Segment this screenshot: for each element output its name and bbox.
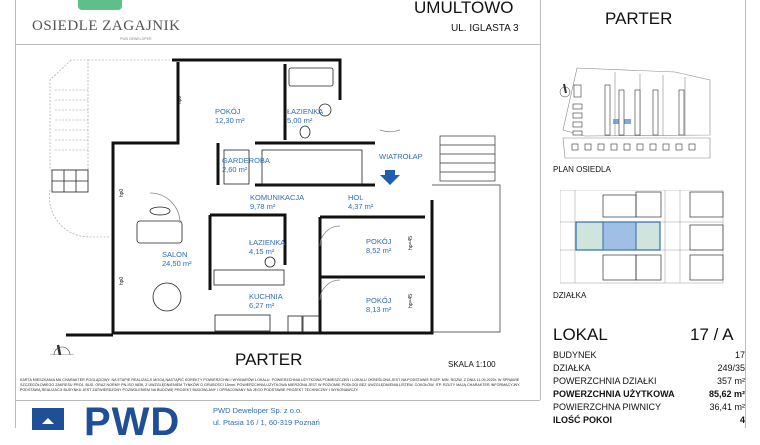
company-name: PWD Deweloper Sp. z o.o. bbox=[213, 406, 303, 415]
exterior-stairs bbox=[51, 169, 89, 193]
row-value: 357 m² bbox=[716, 376, 745, 386]
pwd-logo-mark bbox=[32, 408, 64, 430]
plot-map bbox=[560, 190, 724, 284]
logo-name: OSIEDLE ZAGAJNIK bbox=[32, 18, 181, 34]
frame-left bbox=[15, 0, 16, 428]
window-label: hp=45 bbox=[408, 293, 415, 309]
logo-mark bbox=[78, 0, 122, 10]
company-address: ul. Ptasia 16 / 1, 60-319 Poznań bbox=[213, 418, 320, 427]
address: UL. IGLASTA 3 bbox=[451, 23, 519, 34]
unit-number: 17 / A bbox=[690, 325, 734, 344]
window-label: hp0 bbox=[119, 276, 126, 286]
row-value: 17 bbox=[734, 350, 745, 360]
header-divider bbox=[15, 44, 540, 45]
row-label: ILOŚĆ POKOI bbox=[553, 415, 613, 425]
pwd-logo-text: PWD bbox=[84, 400, 181, 444]
panel-divider bbox=[540, 0, 541, 400]
row-value: 36,41 m² bbox=[709, 402, 745, 412]
logo-sub: PWD DEWELOPER bbox=[120, 37, 152, 41]
row-label: POWERZCHNIA UŻYTKOWA bbox=[553, 389, 675, 399]
window-label: hp=45 bbox=[408, 235, 415, 251]
fixtures bbox=[136, 67, 401, 333]
row-label: BUDYNEK bbox=[553, 350, 597, 360]
upper-terrace-stairs bbox=[49, 59, 170, 238]
row-label: DZIAŁKA bbox=[553, 363, 591, 373]
unit-row-basement-area: POWIERZCHNA PIWNICY 36,41 m² bbox=[553, 402, 745, 412]
floor-plan bbox=[49, 58, 501, 355]
disclaimer: KARTA MIESZKANIA MA CHARAKTER POGLĄDOWY.… bbox=[20, 378, 521, 392]
floor-label: PARTER bbox=[235, 350, 303, 369]
row-label: POWERZCHNIA DZIAŁKI bbox=[553, 376, 657, 386]
window-label: hp0 bbox=[119, 188, 126, 198]
unit-row-building: BUDYNEK 17 bbox=[553, 350, 745, 360]
unit-row-plot: DZIAŁKA 249/35 bbox=[553, 363, 745, 373]
side-floor-title: PARTER bbox=[605, 9, 673, 28]
entrance-arrow-icon bbox=[380, 170, 400, 185]
row-label: POWIERZCHNA PIWNICY bbox=[553, 402, 662, 412]
estate-plan-map bbox=[559, 67, 711, 159]
estate-plan-label: PLAN OSIEDLA bbox=[553, 165, 611, 174]
scale-label: SKALA 1:100 bbox=[448, 360, 496, 369]
footer-divider bbox=[15, 400, 540, 401]
plot-label: DZIAŁKA bbox=[553, 291, 587, 300]
unit-row-usable-area: POWERZCHNIA UŻYTKOWA 85,62 m² bbox=[553, 389, 745, 399]
unit-row-plot-area: POWERZCHNIA DZIAŁKI 357 m² bbox=[553, 376, 745, 386]
entrance-stairs bbox=[432, 135, 501, 333]
window-label: hp0 bbox=[177, 95, 184, 105]
row-value: 4 bbox=[739, 415, 745, 425]
unit-label: LOKAL bbox=[553, 325, 608, 344]
room-wiatrolap: WIATROŁAP bbox=[379, 152, 423, 161]
north-arrow-icon bbox=[50, 344, 74, 355]
unit-row-rooms: ILOŚĆ POKOI 4 bbox=[553, 415, 745, 425]
frame-right bbox=[745, 0, 746, 428]
row-value: 249/35 bbox=[717, 363, 745, 373]
location-title: UMULTOWO bbox=[414, 0, 514, 17]
row-value: 85,62 m² bbox=[708, 389, 745, 399]
